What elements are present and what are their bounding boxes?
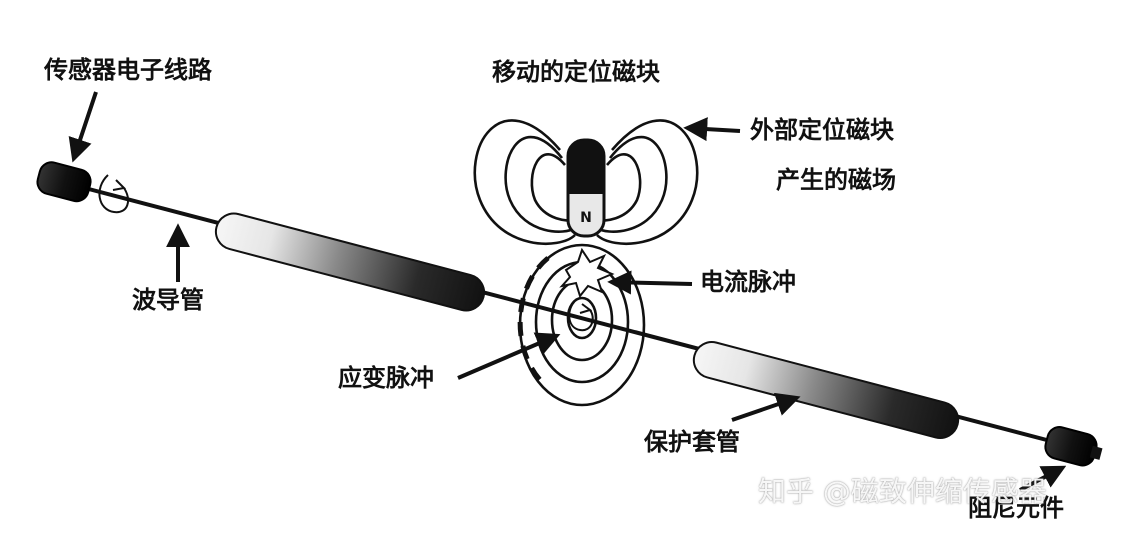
torsion-arrow-icon: [568, 301, 594, 332]
label-moving-magnet: 移动的定位磁块: [492, 57, 660, 86]
arrow-protective-sleeve: [731, 392, 801, 422]
sensor-electronics-housing: [36, 161, 92, 203]
magnet-field-lines: [473, 119, 699, 246]
label-protective-sleeve: 保护套管: [644, 427, 740, 456]
label-sensor-circuit: 传感器电子线路: [44, 55, 212, 84]
label-damping-element: 阻尼元件: [968, 493, 1064, 522]
label-current-pulse: 电流脉冲: [700, 267, 796, 296]
watermark: 知乎 @磁致伸缩传感器: [758, 475, 1047, 508]
label-external-field-line2: 产生的磁场: [776, 165, 896, 194]
rotation-arrow-icon: [98, 174, 130, 214]
arrow-sensor-circuit: [68, 91, 98, 163]
current-pulse-spark-icon: [559, 247, 615, 299]
label-external-field-line1: 外部定位磁块: [750, 115, 894, 144]
label-strain-pulse: 应变脉冲: [338, 363, 434, 392]
protective-sleeve-left: [214, 212, 486, 312]
arrow-external-field: [683, 117, 741, 142]
magnet-n-pole: N: [580, 210, 592, 226]
arrow-damping-element: [1019, 465, 1067, 492]
protective-sleeve-right: [692, 341, 960, 439]
positioning-magnet: [566, 138, 606, 238]
pointer-arrows: [68, 91, 1067, 492]
arrow-current-pulse: [607, 270, 693, 295]
arrow-strain-pulse: [457, 332, 561, 380]
damping-element: [1044, 426, 1103, 467]
label-waveguide: 波导管: [132, 285, 204, 314]
